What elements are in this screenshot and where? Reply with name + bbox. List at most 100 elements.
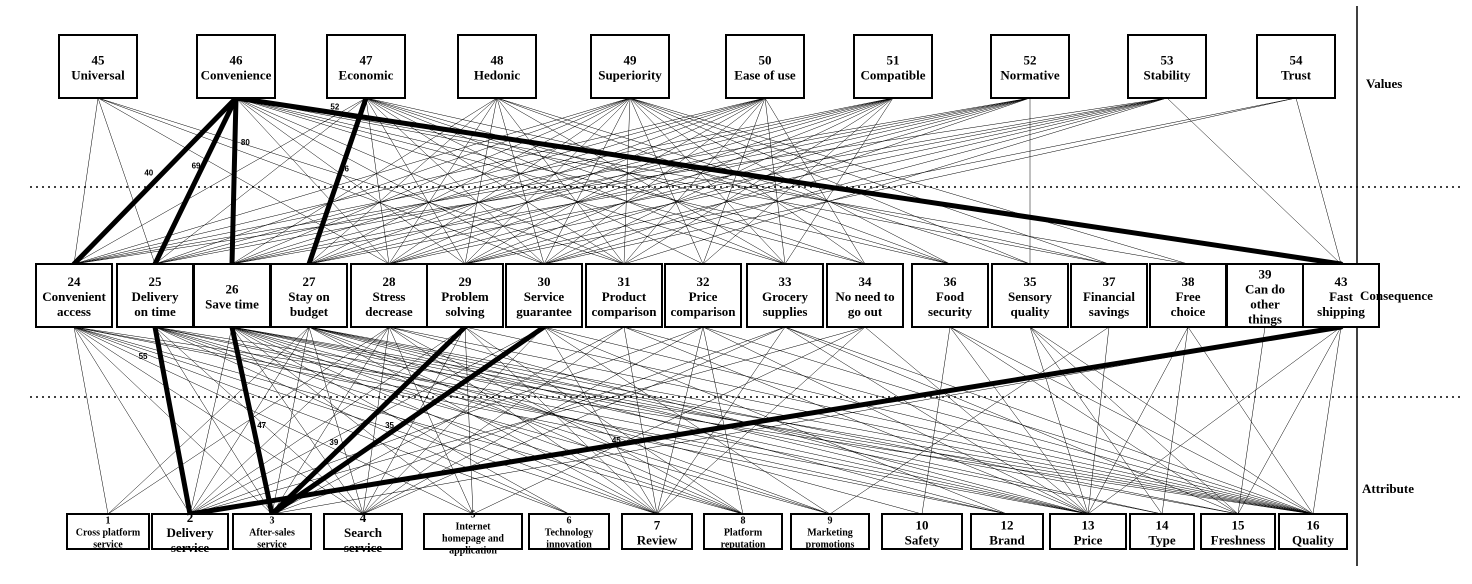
attribute-label-5: homepage and bbox=[442, 534, 504, 545]
consequence-label-34: go out bbox=[848, 304, 883, 319]
strong-link-weight-46-26: 80 bbox=[241, 138, 250, 147]
consequence-label-24: Convenient bbox=[42, 289, 106, 304]
consequence-label-32: comparison bbox=[671, 304, 737, 319]
consequence-id-32: 32 bbox=[697, 274, 710, 289]
consequence-box-43 bbox=[1302, 263, 1380, 328]
strong-link-46-26 bbox=[229, 95, 239, 267]
link-45-24 bbox=[73, 97, 99, 265]
attribute-box-2 bbox=[151, 513, 229, 550]
value-box-47 bbox=[326, 34, 406, 99]
link-31-3 bbox=[271, 326, 625, 515]
consequence-label-35: quality bbox=[1010, 304, 1050, 319]
attribute-label-7: Review bbox=[637, 533, 678, 548]
value-box-46 bbox=[196, 34, 276, 99]
link-26-9 bbox=[231, 326, 831, 515]
link-53-43 bbox=[1166, 97, 1342, 265]
attribute-id-9: 9 bbox=[828, 516, 833, 527]
attribute-id-4: 4 bbox=[360, 510, 367, 525]
strong-link-weight-30-3: 35 bbox=[385, 421, 394, 430]
consequence-id-34: 34 bbox=[859, 274, 873, 289]
link-35-13 bbox=[1029, 326, 1089, 515]
value-id-47: 47 bbox=[360, 53, 374, 68]
attribute-id-8: 8 bbox=[741, 516, 746, 527]
attribute-box-16 bbox=[1278, 513, 1348, 550]
link-48-35 bbox=[496, 97, 1031, 265]
link-24-2 bbox=[73, 326, 191, 515]
link-54-43 bbox=[1295, 97, 1342, 265]
attribute-label-14: Type bbox=[1148, 533, 1175, 548]
link-30-16 bbox=[543, 326, 1314, 515]
link-28-13 bbox=[388, 326, 1089, 515]
link-29-2 bbox=[189, 326, 466, 515]
attribute-box-15 bbox=[1200, 513, 1276, 550]
link-50-30 bbox=[543, 97, 766, 265]
link-53-24 bbox=[73, 97, 1168, 265]
link-27-16 bbox=[308, 326, 1314, 515]
link-26-8 bbox=[231, 326, 744, 515]
link-36-10 bbox=[921, 326, 951, 515]
link-47-25 bbox=[154, 97, 367, 265]
link-28-8 bbox=[388, 326, 744, 515]
link-36-15 bbox=[949, 326, 1239, 515]
link-26-4 bbox=[231, 326, 364, 515]
value-id-45: 45 bbox=[92, 53, 106, 68]
link-25-4 bbox=[154, 326, 364, 515]
level-label-attribute: Attribute bbox=[1362, 481, 1414, 496]
consequence-box-36 bbox=[911, 263, 989, 328]
link-50-31 bbox=[623, 97, 766, 265]
nodes: 45Universal46Convenience47Economic48Hedo… bbox=[35, 34, 1380, 557]
attribute-box-7 bbox=[621, 513, 693, 550]
strong-link-25-2 bbox=[152, 324, 193, 517]
consequence-id-26: 26 bbox=[226, 282, 240, 297]
attribute-label-10: Safety bbox=[905, 533, 940, 548]
consequence-id-39: 39 bbox=[1259, 267, 1273, 282]
link-48-36 bbox=[496, 97, 951, 265]
consequence-label-25: Delivery bbox=[132, 289, 179, 304]
consequence-box-39 bbox=[1226, 263, 1304, 328]
link-54-29 bbox=[464, 97, 1297, 265]
consequence-id-36: 36 bbox=[944, 274, 958, 289]
link-50-29 bbox=[464, 97, 766, 265]
attribute-id-6: 6 bbox=[567, 516, 572, 527]
link-46-28 bbox=[235, 97, 390, 265]
attribute-id-13: 13 bbox=[1082, 518, 1096, 533]
consequence-id-29: 29 bbox=[459, 274, 473, 289]
consequence-label-36: security bbox=[928, 304, 973, 319]
strong-link-47-27 bbox=[306, 95, 369, 267]
attribute-label-8: Platform bbox=[724, 528, 763, 539]
link-51-28 bbox=[388, 97, 894, 265]
consequence-label-39: things bbox=[1248, 312, 1282, 327]
consequence-box-34 bbox=[826, 263, 904, 328]
link-36-13 bbox=[949, 326, 1089, 515]
strong-link-43-2 bbox=[187, 324, 1344, 517]
strong-link-weight-46-25: 69 bbox=[192, 161, 201, 170]
consequence-label-37: savings bbox=[1089, 304, 1129, 319]
link-52-28 bbox=[388, 97, 1031, 265]
consequence-label-36: Food bbox=[936, 289, 965, 304]
consequence-label-28: Stress bbox=[373, 289, 406, 304]
consequence-id-27: 27 bbox=[303, 274, 317, 289]
value-id-50: 50 bbox=[759, 53, 772, 68]
value-id-52: 52 bbox=[1024, 53, 1037, 68]
attribute-id-3: 3 bbox=[270, 516, 275, 527]
attribute-box-9 bbox=[790, 513, 870, 550]
value-id-53: 53 bbox=[1161, 53, 1175, 68]
